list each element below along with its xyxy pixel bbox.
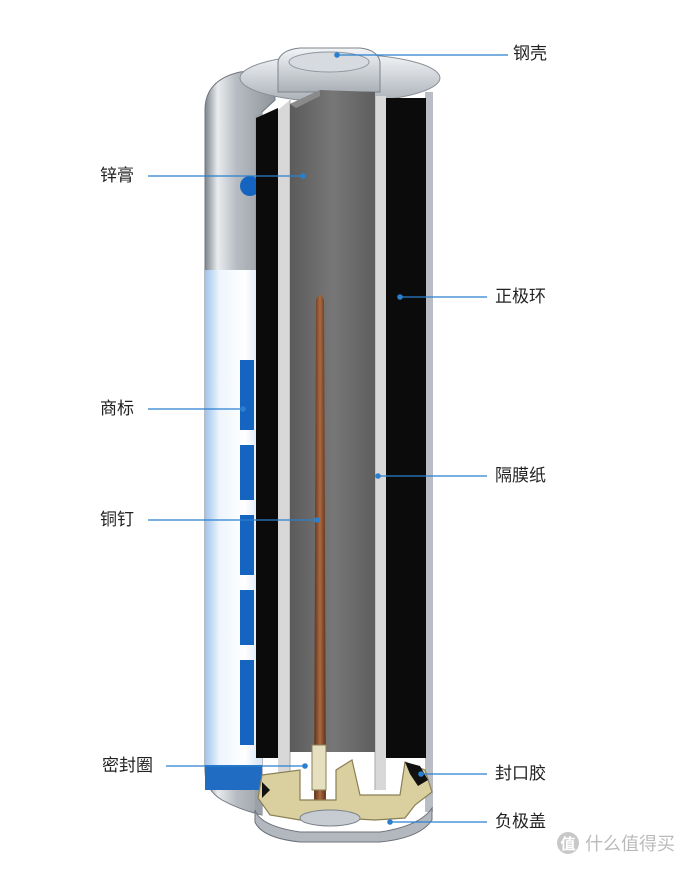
label-zinc-paste: 锌膏	[100, 166, 134, 186]
label-separator-paper: 隔膜纸	[495, 466, 546, 486]
label-sealing-ring: 密封圈	[102, 756, 153, 776]
label-trademark: 商标	[100, 399, 134, 419]
watermark-text: 什么值得买	[585, 834, 675, 855]
label-sealing-glue: 封口胶	[495, 764, 546, 784]
trademark-label	[205, 176, 262, 790]
zinc-paste	[290, 90, 375, 752]
sealing-assembly	[254, 744, 433, 843]
label-negative-cap: 负极盖	[495, 812, 546, 832]
label-positive-ring: 正极环	[495, 287, 546, 307]
leader-lines	[148, 52, 508, 825]
label-steel-shell: 钢壳	[513, 44, 547, 64]
watermark-badge: 值	[557, 832, 579, 854]
copper-nail	[314, 295, 326, 810]
positive-ring	[256, 98, 426, 758]
watermark: 值 什么值得买	[557, 830, 675, 856]
label-copper-nail: 铜钉	[100, 510, 134, 530]
